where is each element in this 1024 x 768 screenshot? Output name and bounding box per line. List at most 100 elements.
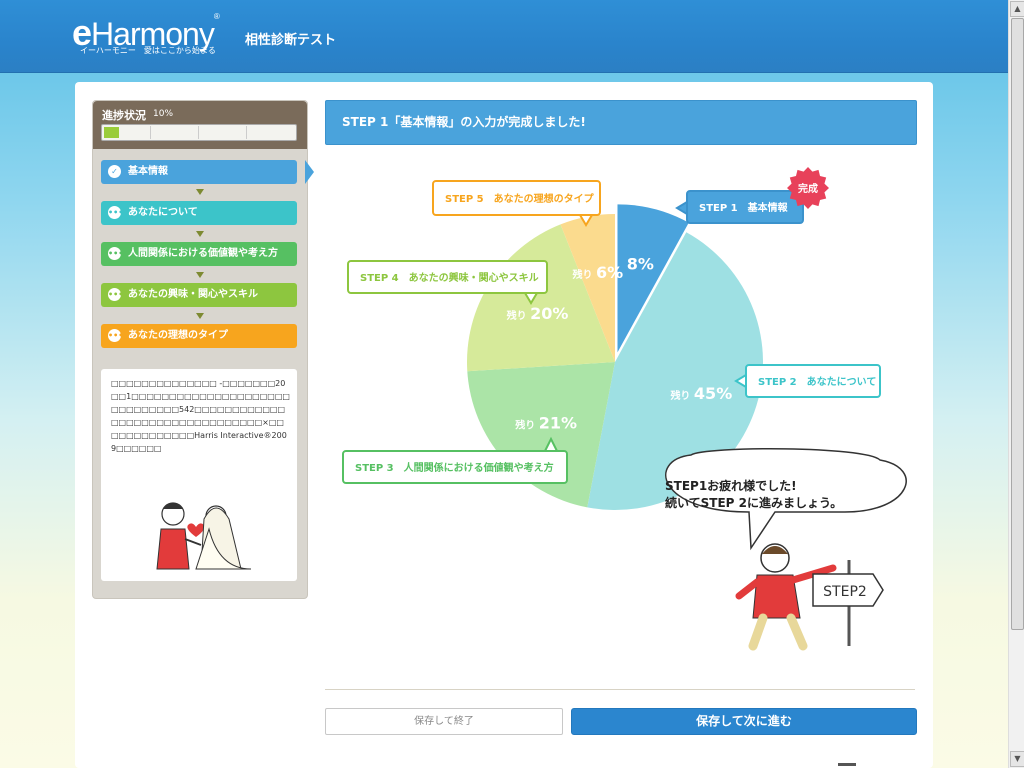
callout-step4-text: STEP 4 あなたの興味・関心やスキル — [360, 271, 539, 284]
scroll-down-icon[interactable]: ▼ — [1010, 751, 1024, 767]
pie-slice-4 — [467, 224, 615, 372]
arrow-down-icon — [196, 231, 204, 237]
completed-badge: 完成 — [787, 167, 829, 209]
progress-bar — [101, 124, 297, 141]
mascot-arm-left — [735, 578, 761, 600]
sidebar: 進捗状況 10% ✓ 基本情報 ••• あなたについて ••• 人間関係における… — [92, 100, 314, 599]
callout-step4: STEP 4 あなたの興味・関心やスキル — [347, 260, 548, 305]
info-text: □□□□□□□□□□□□□□ -□□□□□□□20□□1□□□□□□□□□□□□… — [111, 379, 290, 453]
callout-step2-tail — [734, 373, 747, 389]
progress-tick — [246, 126, 247, 139]
slice-prefix: 残り — [507, 309, 530, 322]
callout-step1-text: STEP 1 基本情報 — [699, 201, 789, 214]
speech-bubble: STEP1お疲れ様でした! 続いてSTEP 2に進みましょう。 — [665, 448, 907, 551]
slice-prefix: 残り — [572, 268, 595, 281]
mascot-legs — [748, 613, 808, 651]
mascot-body — [752, 574, 801, 619]
sidebar-item-ideal-type[interactable]: ••• あなたの理想のタイプ — [101, 324, 297, 348]
pie-slice-3 — [467, 362, 615, 508]
progress-tick — [150, 126, 151, 139]
couple-illustration — [156, 502, 252, 570]
pie-slice-5 — [560, 214, 615, 362]
slice-value: 8% — [627, 254, 654, 273]
vertical-scrollbar[interactable]: ▲ ▼ — [1008, 0, 1024, 768]
sign-text: STEP2 — [823, 584, 867, 600]
callout-step3-tail — [543, 436, 559, 452]
info-box: □□□□□□□□□□□□□□ -□□□□□□□20□□1□□□□□□□□□□□□… — [101, 369, 297, 581]
badge-burst — [787, 167, 829, 209]
callout-step4-tail — [523, 292, 539, 305]
progress-percent: 10% — [153, 109, 174, 119]
slice-prefix: 残り — [515, 419, 538, 432]
slice-value: 20% — [530, 304, 568, 323]
mascot-hair — [762, 546, 788, 554]
progress-label: 進捗状況 — [102, 109, 146, 122]
logo-text: Harmony — [91, 16, 215, 52]
slice-label-3: 残り 21% — [515, 414, 577, 433]
progress-tick — [198, 126, 199, 139]
eharmony-logo[interactable]: eHarmony® — [72, 12, 220, 53]
sidebar-item-label: あなたの興味・関心やスキル — [128, 289, 258, 300]
speech-line-1: STEP1お疲れ様でした! — [665, 478, 797, 493]
divider — [325, 689, 915, 690]
slice-value: 21% — [539, 414, 577, 433]
more-circle-icon: ••• — [108, 288, 124, 301]
callout-step5-box — [432, 180, 601, 216]
callout-step2: STEP 2 あなたについて — [734, 364, 881, 398]
current-step-pointer — [305, 160, 314, 184]
callout-step3-text: STEP 3 人間関係における価値観や考え方 — [355, 461, 554, 474]
callout-step5-tail — [578, 214, 594, 227]
logo-tagline: イーハーモニー 愛はここから始まる — [80, 46, 216, 55]
completion-banner: STEP 1「基本情報」の入力が完成しました! — [325, 100, 917, 145]
callout-step1-tail — [675, 200, 688, 216]
more-circle-icon: ••• — [108, 206, 124, 219]
header: eHarmony® イーハーモニー 愛はここから始まる 相性診断テスト — [0, 0, 1009, 73]
sign-board — [812, 573, 884, 607]
scroll-up-icon[interactable]: ▲ — [1010, 1, 1024, 17]
scroll-thumb[interactable] — [1011, 18, 1024, 630]
slice-label-4: 残り 20% — [507, 304, 569, 323]
callout-step3: STEP 3 人間関係における価値観や考え方 — [342, 436, 568, 484]
sidebar-item-relationships[interactable]: ••• 人間関係における価値観や考え方 — [101, 242, 297, 266]
arrow-down-icon — [196, 313, 204, 319]
callout-step4-box — [347, 260, 548, 294]
logo-e: e — [72, 12, 92, 53]
slice-value: 6% — [596, 263, 623, 282]
speech-line-2: 続いてSTEP 2に進みましょう。 — [665, 495, 842, 510]
callout-step3-box — [342, 450, 568, 484]
sidebar-item-label: あなたについて — [128, 207, 198, 218]
banner-text: STEP 1「基本情報」の入力が完成しました! — [342, 115, 586, 129]
slice-prefix: 残り — [670, 389, 693, 402]
arrow-down-icon — [196, 272, 204, 278]
sidebar-item-label: 基本情報 — [128, 166, 168, 177]
pie-chart: 8%残り 45%残り 21%残り 20%残り 6%STEP 1 基本情報STEP… — [342, 167, 907, 651]
more-circle-icon: ••• — [108, 329, 124, 342]
progress-panel: 進捗状況 10% — [93, 101, 307, 149]
sidebar-item-label: あなたの理想のタイプ — [128, 330, 228, 341]
callout-step5: STEP 5 あなたの理想のタイプ — [432, 180, 601, 227]
badge-text: 完成 — [798, 182, 818, 195]
sidebar-item-basic-info[interactable]: ✓ 基本情報 — [101, 160, 314, 184]
callout-step5-text: STEP 5 あなたの理想のタイプ — [445, 192, 595, 205]
slice-value: 45% — [694, 384, 732, 403]
arrow-down-icon — [196, 189, 204, 195]
slice-label-5: 残り 6% — [572, 263, 623, 282]
sidebar-item-about-you[interactable]: ••• あなたについて — [101, 201, 297, 225]
slice-label-1: 8% — [627, 254, 654, 273]
pie-slice-2 — [587, 232, 763, 510]
progress-bar-fill — [104, 127, 120, 138]
callout-step2-text: STEP 2 あなたについて — [758, 375, 876, 388]
slice-label-2: 残り 45% — [670, 384, 732, 403]
site-title: 相性診断テスト — [245, 33, 337, 48]
callout-step1: STEP 1 基本情報 — [675, 190, 804, 224]
save-and-quit-button[interactable]: 保存して終了 — [325, 708, 563, 735]
pie-slice-1 — [617, 204, 689, 353]
mascot-illustration: STEP2 — [735, 543, 884, 651]
more-circle-icon: ••• — [108, 247, 124, 260]
save-and-next-button[interactable]: 保存して次に進む — [571, 708, 917, 735]
sidebar-item-interests[interactable]: ••• あなたの興味・関心やスキル — [101, 283, 297, 307]
check-circle-icon: ✓ — [108, 165, 121, 178]
speech-bubble-shape — [665, 448, 907, 551]
page-marker — [838, 763, 856, 766]
